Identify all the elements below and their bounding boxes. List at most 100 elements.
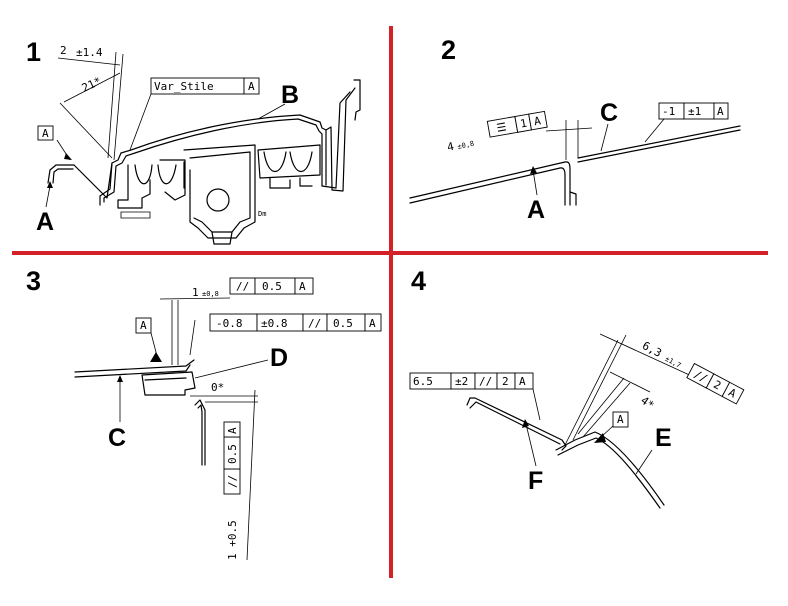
part-marker: Dm xyxy=(258,210,266,218)
bottom-tab-left xyxy=(120,211,151,219)
quadrant-4: 4 6.5 ±2 // 2 A 6,3 ±1,7 // xyxy=(409,266,745,509)
ext-line-angle xyxy=(59,102,113,159)
flush-symbol: // xyxy=(479,375,492,388)
gap-fcf-datum: A xyxy=(299,280,306,293)
fcf-var-stile-name: Var_Stile xyxy=(154,80,214,93)
ext-line-1 xyxy=(107,51,117,159)
ext-line-2 xyxy=(113,53,124,161)
datum-a-label: A xyxy=(617,413,624,426)
gap-dim-line xyxy=(159,297,231,300)
quadrant-number-2: 2 xyxy=(441,35,456,65)
fcf-flatness: ☰ 1 A xyxy=(486,110,548,138)
pillar-top xyxy=(353,79,361,121)
datum-a-label: A xyxy=(42,127,49,140)
dim-line-top xyxy=(57,57,121,66)
flush-symbol: // xyxy=(308,317,321,330)
tol-top-value: 2 xyxy=(60,44,67,57)
flush-value: 6.5 xyxy=(413,375,433,388)
gap-value: 6,3 xyxy=(640,339,664,360)
flush-tolerance: ±2 xyxy=(455,375,468,388)
vert-dim-line xyxy=(246,389,256,561)
gap-dim-line xyxy=(599,333,697,379)
panel-a-line-inner xyxy=(409,167,566,206)
gap-fcf-symbol: // xyxy=(236,280,249,293)
gap-value: 4 xyxy=(446,140,456,154)
angle-0: 0* xyxy=(211,381,224,394)
panel-a-line xyxy=(409,161,571,206)
callout-c: C xyxy=(600,99,618,127)
bracket-d xyxy=(141,371,196,396)
datum-box-a xyxy=(135,317,152,334)
cluster-foot xyxy=(211,231,233,245)
vert-fcf-value: 0.5 xyxy=(226,444,239,464)
flush-datum: A xyxy=(717,105,724,118)
flush-value: -0.8 xyxy=(216,317,243,330)
vert-value: 1 +0.5 xyxy=(226,520,239,560)
gap-symbol: // xyxy=(692,368,710,386)
gap-tolerance: ±0,8 xyxy=(202,290,219,298)
fcf-gap: 6,3 ±1,7 // 2 A xyxy=(640,339,745,405)
datum-triangle xyxy=(64,153,72,160)
gap-tolerance: ±0,8 xyxy=(457,140,475,151)
fcf-leader xyxy=(129,93,152,151)
duct-frame-left xyxy=(159,159,186,201)
vertical-panel-inner xyxy=(197,404,203,466)
callout-f: F xyxy=(528,467,543,495)
angle-4: 4* xyxy=(638,394,656,412)
fcf-vertical: 1 +0.5 // 0.5 A xyxy=(223,421,241,560)
gap-fcf-value: 0.5 xyxy=(262,280,282,293)
vert-symbol: // xyxy=(226,475,239,488)
panel-a-flange xyxy=(569,191,577,206)
panel-e-line-inner xyxy=(557,437,661,509)
flush-fcf-value: 2 xyxy=(502,375,509,388)
right-pillar-inner xyxy=(321,91,351,189)
vent-duct-left xyxy=(134,161,185,189)
gap-value: 1 xyxy=(192,286,199,299)
datum-box-a xyxy=(37,125,54,141)
quadrant-2: 2 4 ±0,8 ☰ 1 A -1 ±1 A C A xyxy=(409,35,741,224)
right-pillar xyxy=(325,87,356,192)
quadrant-1: 1 Dm A xyxy=(26,37,361,245)
panel-e-line xyxy=(555,431,665,506)
fcf-var-stile-datum-label: A xyxy=(248,80,255,93)
door-trim-left xyxy=(47,164,75,184)
callout-a: A xyxy=(527,196,545,224)
right-duct-base xyxy=(269,177,313,189)
cluster-knob xyxy=(206,188,230,212)
callout-c: C xyxy=(108,424,126,452)
callout-d: D xyxy=(270,344,288,372)
datum-a-label: A xyxy=(140,319,147,332)
fcf-flatness-symbol: ☰ xyxy=(496,120,508,135)
panel-c-line-inner xyxy=(74,364,191,378)
fcf-flatness-value: 1 xyxy=(519,117,528,131)
flush-value: -1 xyxy=(662,105,675,118)
vent-duct-right xyxy=(263,151,313,172)
angle-21: 21* xyxy=(80,75,104,95)
gap-dim-line xyxy=(545,127,593,132)
panel-c-line xyxy=(74,359,195,373)
quadrant-3: 3 1 ±0,8 // 0.5 A A -0.8 xyxy=(26,266,382,561)
flush-datum: A xyxy=(369,317,376,330)
callout-a: A xyxy=(36,208,54,236)
fcf-var-stile-datum xyxy=(243,77,260,95)
vert-datum: A xyxy=(226,427,239,434)
flush-fcf-value: 0.5 xyxy=(333,317,353,330)
panel-f-line-inner xyxy=(469,401,561,445)
panel-outline xyxy=(99,114,327,206)
angle-arc-line xyxy=(63,72,121,103)
flush-tolerance: ±1 xyxy=(688,105,701,118)
callout-e: E xyxy=(655,424,672,452)
quadrant-number-4: 4 xyxy=(411,266,426,296)
callout-b: B xyxy=(281,81,299,109)
quadrant-number-1: 1 xyxy=(26,37,41,67)
panel-c-line-inner xyxy=(577,129,741,163)
flush-tolerance: ±0.8 xyxy=(261,317,288,330)
panel-f-line xyxy=(466,397,567,451)
flush-datum: A xyxy=(519,375,526,388)
panel-c-line xyxy=(577,125,741,159)
center-cluster-inner xyxy=(189,151,251,233)
door-trim-edge xyxy=(73,162,113,199)
datum-box-a xyxy=(612,411,629,428)
